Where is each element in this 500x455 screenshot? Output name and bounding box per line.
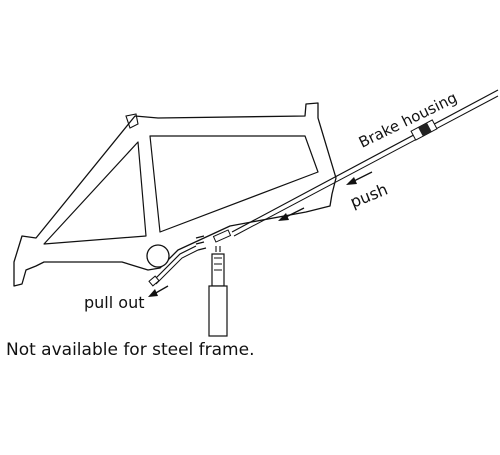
housing-end-cap bbox=[410, 119, 438, 141]
push-arrow-upper bbox=[346, 171, 373, 185]
bottom-bracket bbox=[146, 244, 170, 268]
rear-triangle bbox=[43, 141, 147, 245]
brake-housing-line bbox=[231, 89, 499, 233]
cable-end-ferrule bbox=[148, 275, 160, 287]
insertion-tool bbox=[208, 246, 228, 337]
pull-out-label: pull out bbox=[84, 293, 144, 312]
seat-tube-ring bbox=[125, 113, 139, 129]
push-label: push bbox=[347, 180, 390, 212]
pull-out-arrow bbox=[148, 285, 169, 297]
steel-frame-note: Not available for steel frame. bbox=[6, 340, 255, 360]
pulled-cable bbox=[153, 245, 197, 281]
brake-housing-label: Brake housing bbox=[356, 89, 460, 152]
cable-ferrule bbox=[212, 229, 232, 243]
frame-outline bbox=[13, 102, 337, 287]
brake-housing-line-2 bbox=[233, 95, 499, 237]
frame-inner-window bbox=[149, 135, 319, 233]
pulled-cable-2 bbox=[155, 249, 199, 285]
exit-port-marks bbox=[195, 235, 207, 251]
push-arrow-lower bbox=[278, 207, 305, 221]
